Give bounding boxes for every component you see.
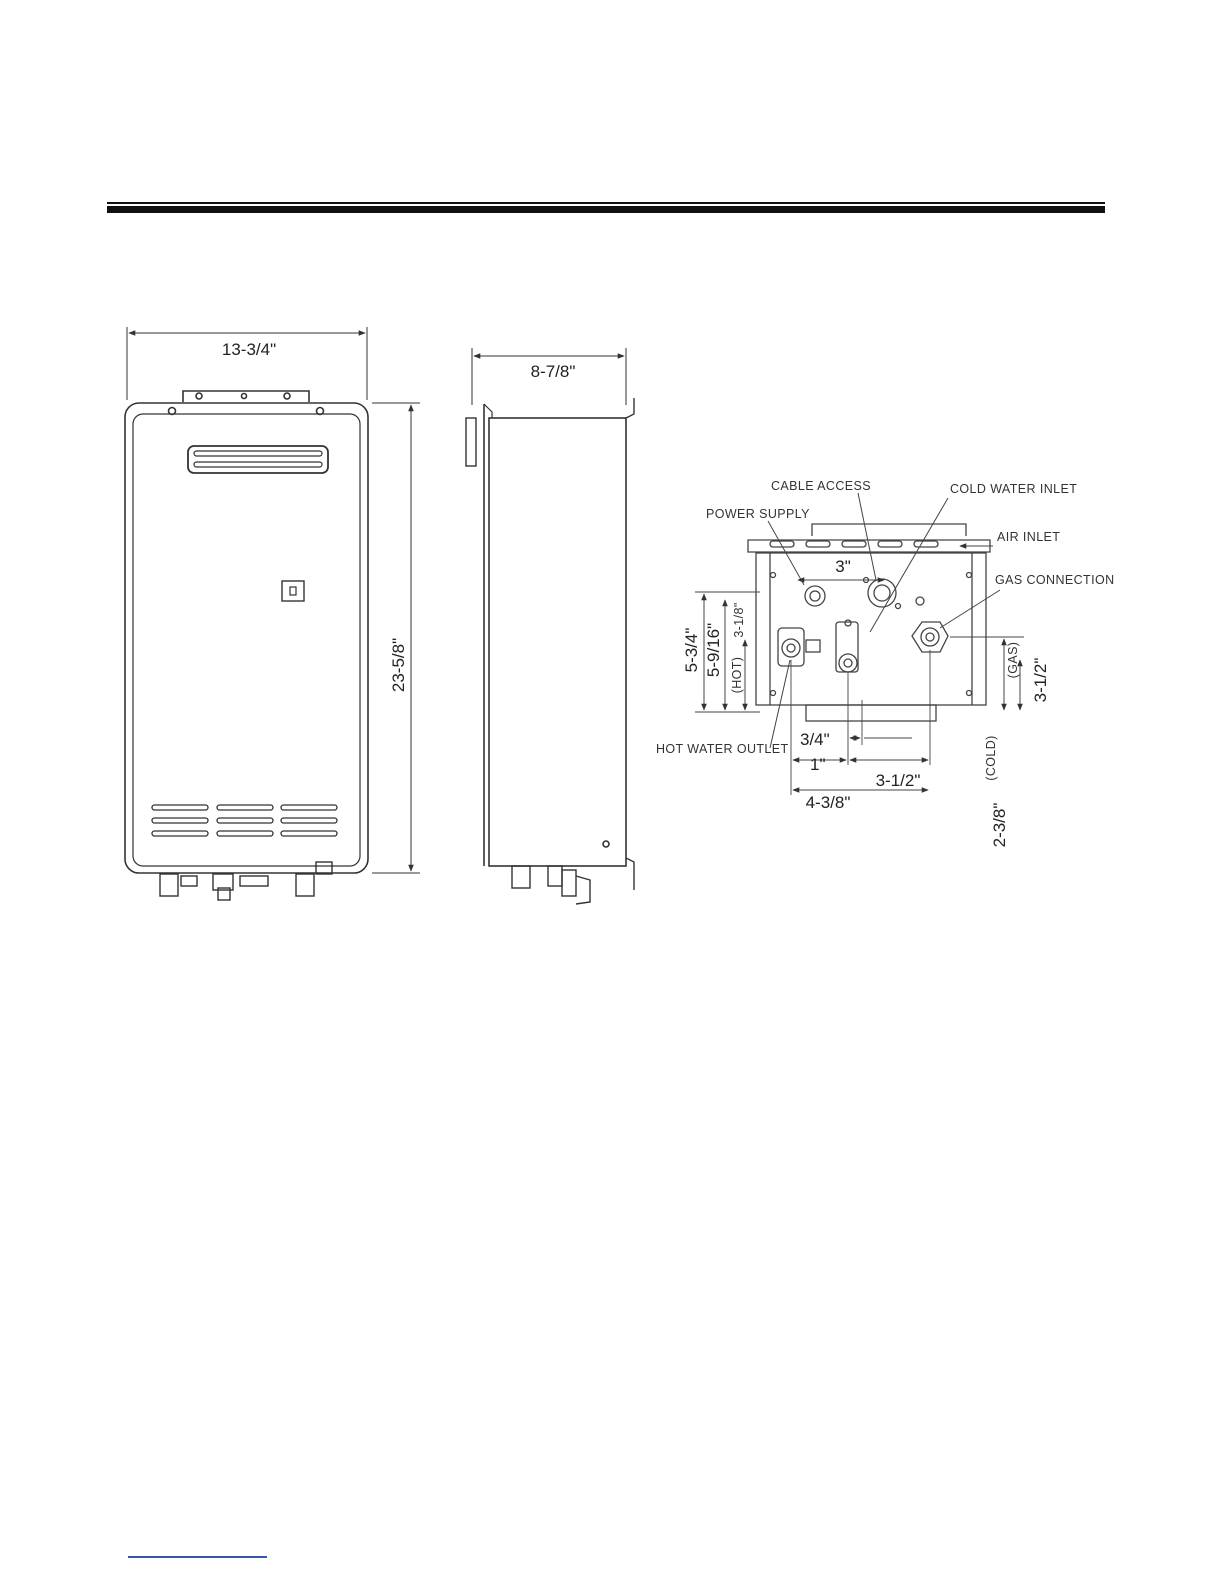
dim-2-3-8: 2-3/8"	[990, 803, 1009, 848]
front-width-dim: 13-3/4"	[222, 340, 276, 359]
hot-water-outlet-label: HOT WATER OUTLET	[656, 742, 789, 756]
footer-link-underline	[128, 1556, 267, 1558]
dim-3-1-2-horizontal: 3-1/2"	[876, 771, 921, 790]
side-view	[466, 348, 634, 904]
dim-3: 3"	[835, 557, 851, 576]
power-supply-label: POWER SUPPLY	[706, 507, 810, 521]
cold-note: (COLD)	[984, 735, 998, 780]
dim-4-3-8: 4-3/8"	[806, 793, 851, 812]
dim-1: 1"	[810, 755, 826, 774]
gas-note: (GAS)	[1006, 642, 1020, 679]
side-depth-dim: 8-7/8"	[531, 362, 576, 381]
air-inlet-label: AIR INLET	[997, 530, 1060, 544]
dim-5-3-4: 5-3/4"	[682, 628, 701, 673]
front-view	[125, 327, 420, 900]
dim-5-9-16: 5-9/16"	[704, 623, 723, 677]
cable-access-label: CABLE ACCESS	[771, 479, 871, 493]
dim-3-1-2-vertical: 3-1/2"	[1031, 658, 1050, 703]
dim-3-1-8: 3-1/8"	[732, 602, 746, 637]
hot-note: (HOT)	[730, 657, 744, 694]
gas-connection-label: GAS CONNECTION	[995, 573, 1115, 587]
front-height-dim: 23-5/8"	[389, 638, 408, 692]
cold-water-inlet-label: COLD WATER INLET	[950, 482, 1077, 496]
dim-3-4: 3/4"	[800, 730, 830, 749]
